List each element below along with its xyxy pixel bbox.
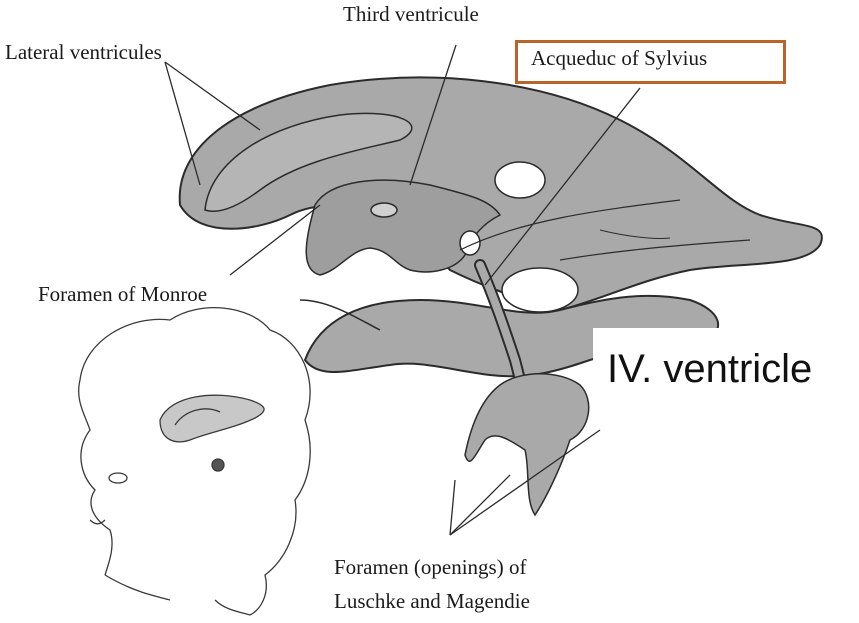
interthalamic-adhesion (371, 203, 397, 217)
label-foramen-line2: Luschke and Magendie (334, 584, 614, 618)
label-acqueduc-of-sylvius: Acqueduc of Sylvius (531, 46, 707, 71)
label-iv-ventricle: IV. ventricle (593, 328, 859, 410)
label-lateral-ventricules: Lateral ventricules (5, 40, 162, 65)
fourth-ventricle-shape (465, 374, 589, 515)
label-foramen-luschke-magendie: Foramen (openings) of Luschke and Magend… (334, 550, 614, 618)
label-foramen-line1: Foramen (openings) of (334, 550, 614, 584)
lateral-ventricle-shape (180, 78, 822, 310)
child-head-sketch (79, 308, 311, 615)
label-foramen-of-monroe: Foramen of Monroe (38, 282, 207, 307)
label-third-ventricule: Third ventricule (343, 2, 479, 27)
